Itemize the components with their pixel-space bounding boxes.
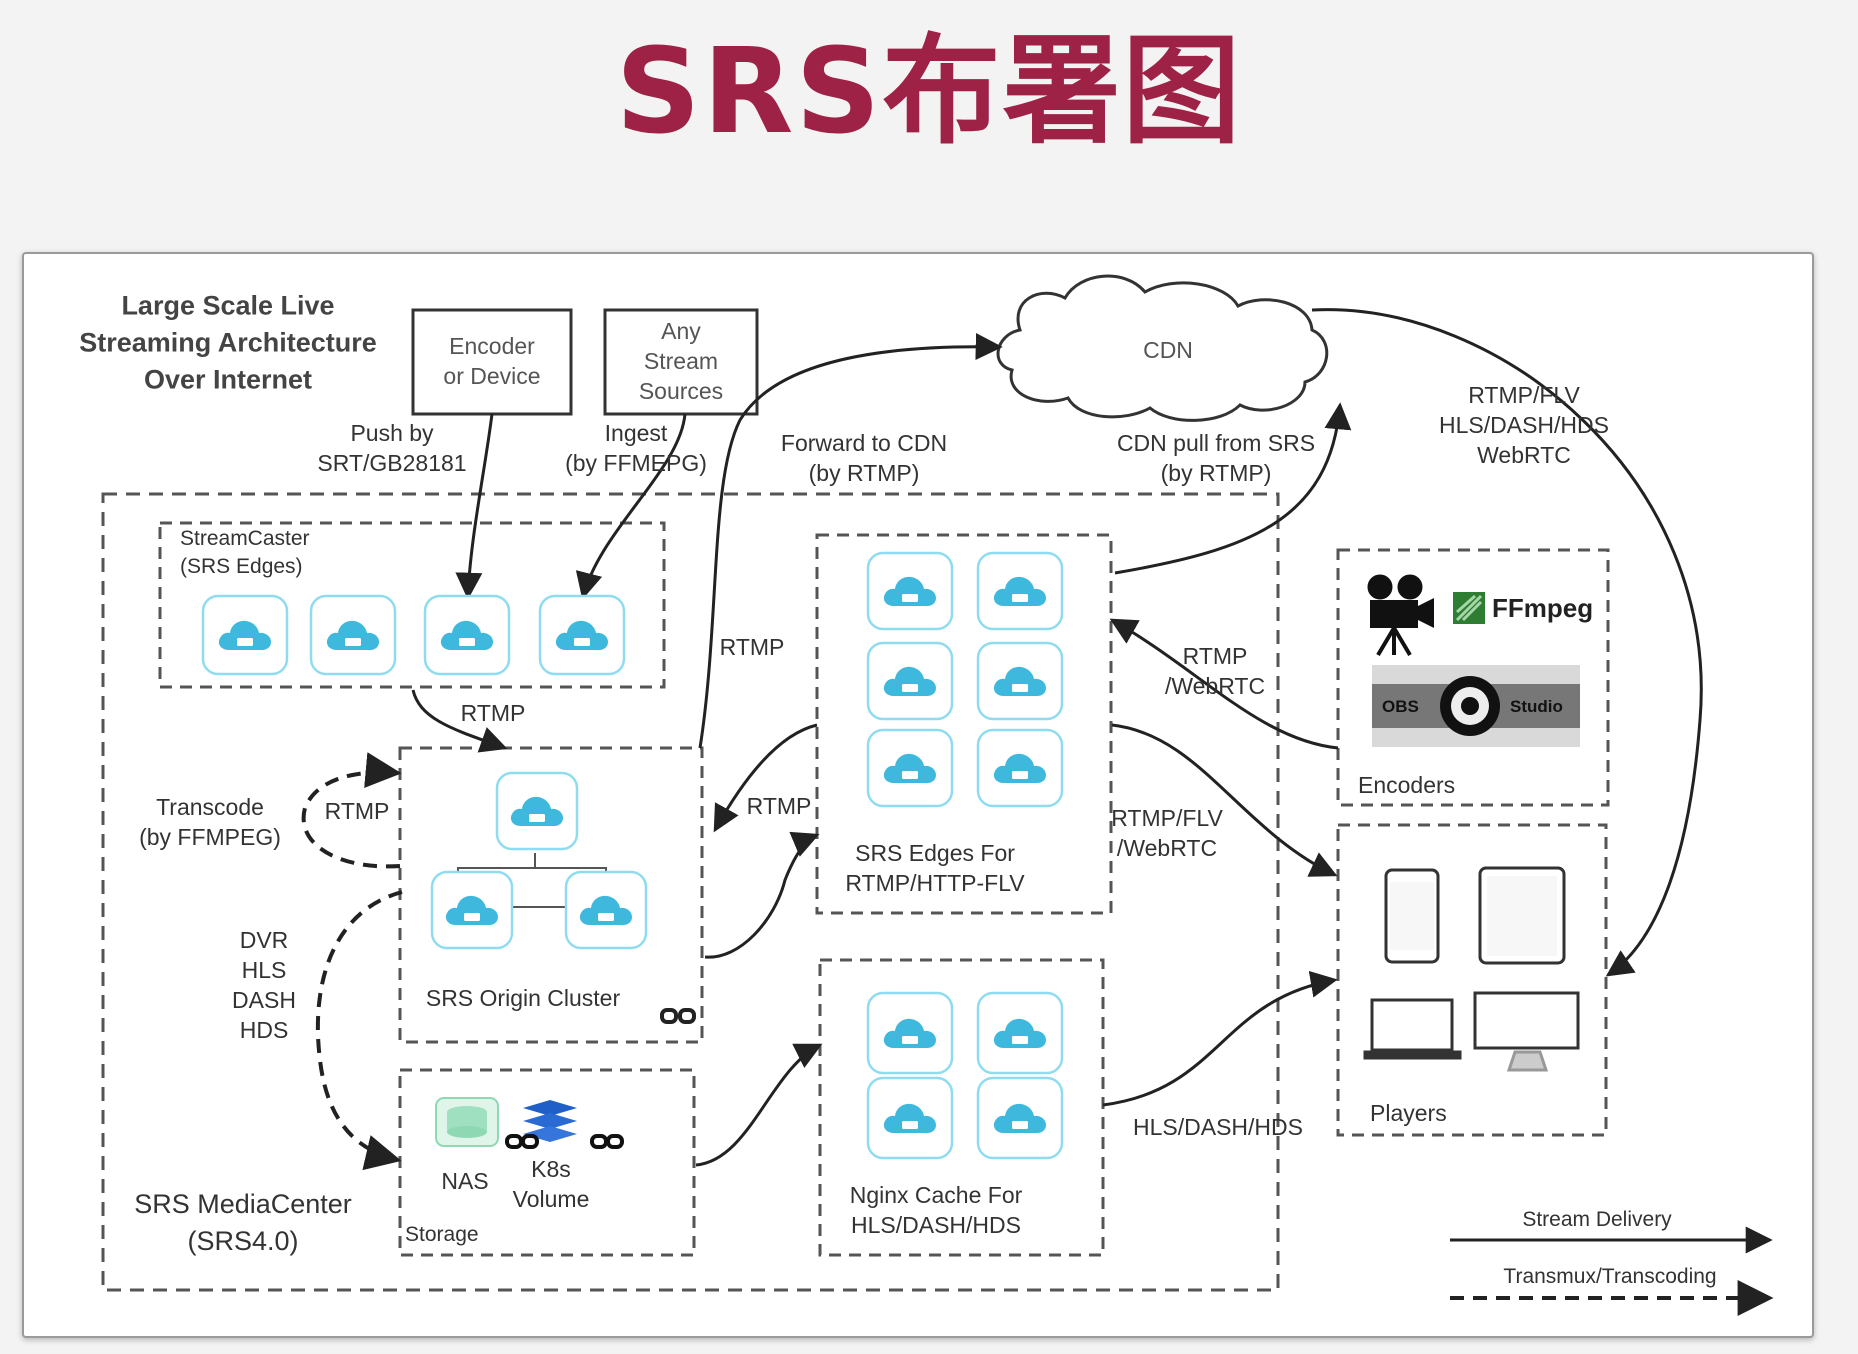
cdn-label: CDN: [1143, 337, 1193, 363]
arrow-nginx-players: [1102, 970, 1338, 1107]
rtmp-webrtc-in-label: RTMP /WebRTC: [1164, 643, 1266, 699]
transcode-label: Transcode (by FFMPEG): [139, 794, 281, 850]
arrow-transcode-loop: [301, 752, 402, 869]
origin-link-icon: [660, 1008, 696, 1024]
rtmp-flv-webrtc-out-label: RTMP/FLV /WebRTC: [1111, 805, 1223, 861]
hls-dash-hds-label: HLS/DASH/HDS: [1133, 1114, 1303, 1140]
arrow-encoders-edges: [1109, 618, 1339, 750]
arrow-forward-cdn: [698, 333, 1003, 749]
arrow-origin-edges: [704, 831, 820, 959]
ffmpeg-logo-text: FFmpeg: [1492, 593, 1594, 623]
page-title: SRS布署图: [615, 21, 1243, 160]
device-icons: [1363, 866, 1580, 1072]
arrow-encoder-push: [455, 413, 494, 600]
legend-transmux: Transmux/Transcoding: [1503, 1265, 1717, 1288]
edges-group: [815, 533, 1113, 915]
rtmp-origin-cdn-label: RTMP: [719, 634, 785, 660]
any-source-box: [603, 308, 759, 416]
movie-camera-icon: [1367, 574, 1434, 657]
encoder-label: Encoder or Device: [443, 333, 541, 389]
rtmp-transcode-label: RTMP: [324, 798, 390, 824]
arrow-caster-origin: [411, 689, 508, 753]
cdn-pull-label: CDN pull from SRS (by RTMP): [1116, 430, 1316, 486]
origin-cluster-group: [398, 746, 704, 1044]
mediacenter-region: [101, 492, 1280, 1292]
players-group: [1336, 823, 1608, 1137]
streamcaster-label: StreamCaster (SRS Edges): [180, 527, 310, 578]
ingest-label: Ingest (by FFMEPG): [565, 420, 707, 476]
edges-for-label: SRS Edges For RTMP/HTTP-FLV: [845, 840, 1025, 896]
streamcaster-group: [158, 521, 666, 689]
mediacenter-label: SRS MediaCenter (SRS4.0): [134, 1189, 352, 1256]
dvr-label: DVR HLS DASH HDS: [232, 927, 296, 1043]
arrow-edges-players: [1111, 723, 1338, 877]
k8s-volume-icon: [505, 1100, 624, 1149]
storage-label: Storage: [405, 1223, 479, 1246]
arrow-cdn-players: [1311, 308, 1703, 977]
rtmp-origin-edges-label: RTMP: [746, 793, 812, 819]
arrow-ingest: [575, 413, 687, 600]
nas-label: NAS: [441, 1168, 489, 1194]
encoders-group: [1336, 548, 1610, 807]
ffmpeg-icon: [1453, 592, 1485, 624]
monitor-icon: [1473, 991, 1580, 1050]
players-label: Players: [1370, 1100, 1447, 1126]
legend-stream-delivery: Stream Delivery: [1522, 1208, 1672, 1231]
arrow-storage-nginx: [695, 1043, 823, 1167]
nginx-group: [818, 958, 1105, 1257]
rtmp-flv-hls-label: RTMP/FLV HLS/DASH/HDS WebRTC: [1439, 382, 1609, 468]
heading-label: Large Scale Live Streaming Architecture …: [79, 290, 377, 395]
any-source-label: Any Stream Sources: [638, 318, 724, 404]
push-by-label: Push by SRT/GB28181: [317, 420, 467, 476]
nginx-cache-label: Nginx Cache For HLS/DASH/HDS: [849, 1182, 1023, 1238]
rtmp-caster-label: RTMP: [460, 700, 526, 726]
obs-text-left: OBS: [1382, 697, 1419, 716]
arrow-edges-origin: [713, 723, 818, 833]
arrow-cdn-pull: [1114, 402, 1352, 575]
encoders-label: Encoders: [1358, 772, 1456, 798]
k8s-volume-label: K8s Volume: [512, 1156, 590, 1212]
cdn-cloud: [996, 274, 1329, 422]
obs-text-right: Studio: [1510, 697, 1563, 716]
nas-icon: [435, 1097, 499, 1147]
origin-cluster-label: SRS Origin Cluster: [425, 985, 621, 1011]
forward-cdn-label: Forward to CDN (by RTMP): [780, 430, 948, 486]
arrow-dvr-storage: [315, 890, 403, 1171]
laptop-icon: [1370, 998, 1454, 1052]
obs-studio-icon: [1372, 665, 1580, 747]
